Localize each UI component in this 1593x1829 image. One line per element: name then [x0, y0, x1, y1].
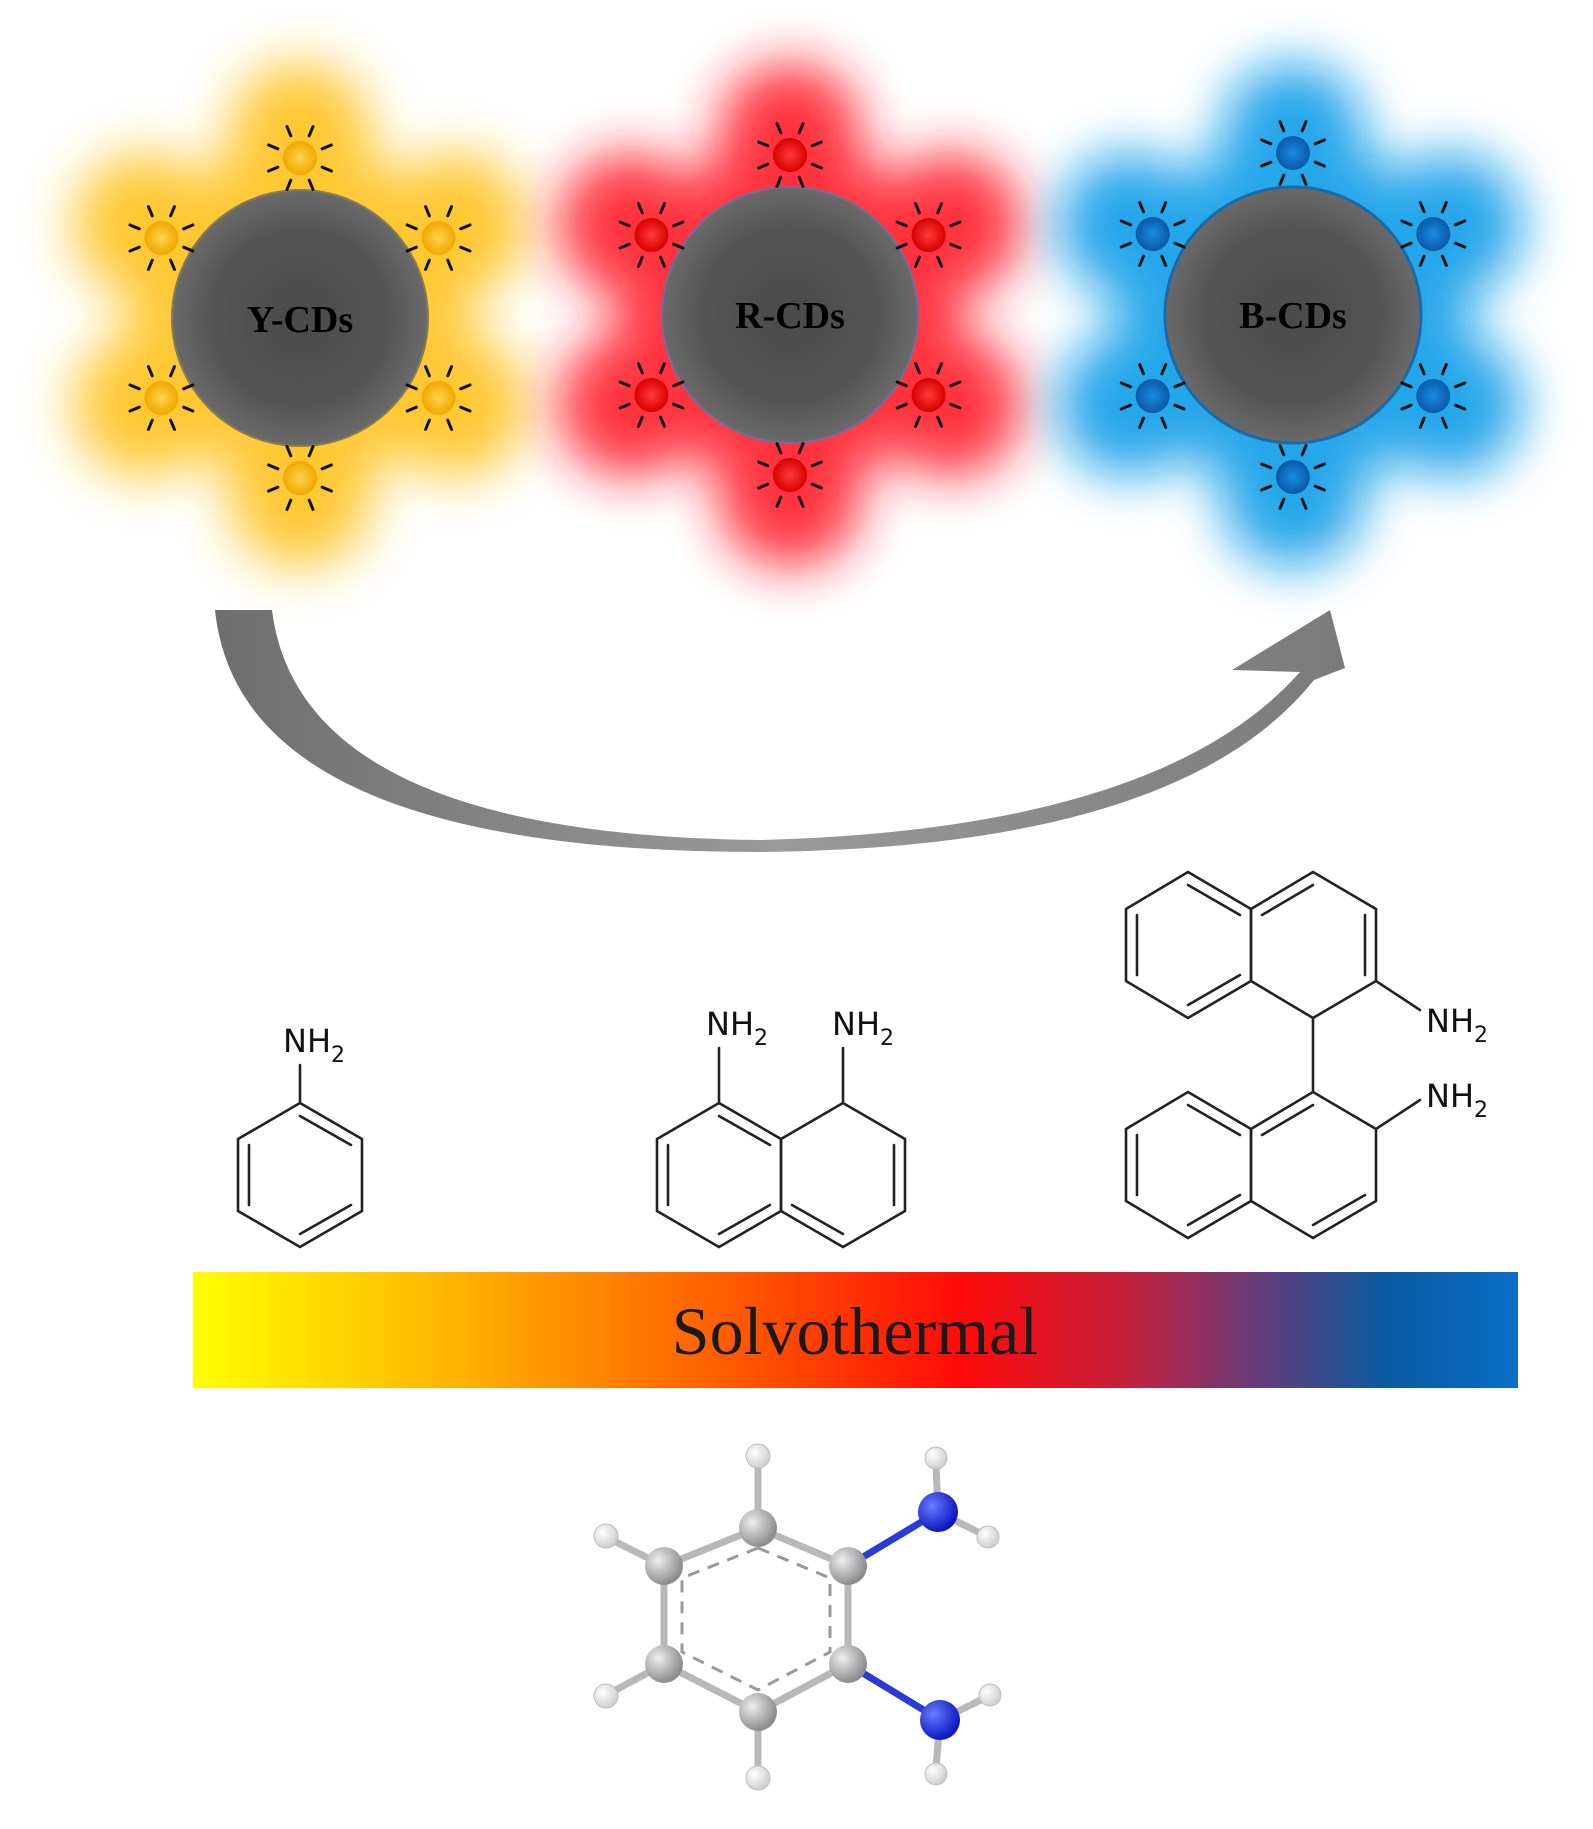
- emitter-sun-icon: [267, 125, 333, 191]
- binaphthyl-upper-amine-label: NH2: [1426, 1002, 1488, 1048]
- emitter-sun-icon: [1400, 201, 1467, 267]
- r-cds-label: R-CDs: [735, 295, 845, 337]
- r-cds-emitters: [618, 122, 962, 508]
- diamine-left-amine-label: NH2: [706, 1005, 768, 1051]
- emitter-sun-icon: [128, 365, 195, 431]
- diamine-right-amine-label: NH2: [832, 1005, 894, 1051]
- emitter-sun-icon: [618, 202, 685, 268]
- b-cds-core: [1163, 185, 1423, 445]
- phenylenediamine-ball-stick-model: [593, 1443, 1002, 1791]
- emitter-sun-icon: [267, 445, 333, 511]
- y-cds-label: Y-CDs: [247, 299, 353, 341]
- solvothermal-gradient-bar: [193, 1272, 1518, 1388]
- curved-arrow-icon: [215, 610, 1345, 852]
- diaminonaphthalene-structure: NH2 NH2: [655, 1005, 907, 1249]
- model-nitrogen-atoms: [918, 1492, 960, 1740]
- binaphthyl-lower-amine-label: NH2: [1426, 1077, 1488, 1123]
- emitter-sun-icon: [405, 365, 472, 431]
- emitter-sun-icon: [618, 362, 685, 428]
- model-hydrogen-atoms: [593, 1443, 1002, 1791]
- emitter-sun-icon: [128, 205, 195, 271]
- r-cds-dot: R-CDs: [558, 63, 1022, 567]
- b-cds-emitters: [1119, 120, 1467, 510]
- model-aromatic-ring-dashes: [680, 1546, 832, 1692]
- b-cds-label: B-CDs: [1239, 295, 1347, 337]
- y-cds-dot: Y-CDs: [73, 63, 527, 567]
- emitter-sun-icon: [757, 122, 823, 188]
- aniline-structure: NH2: [236, 1022, 364, 1249]
- solvothermal-label: Solvothermal: [672, 1293, 1038, 1369]
- model-carbon-atoms: [645, 1509, 867, 1731]
- emitter-sun-icon: [757, 442, 823, 508]
- emitter-sun-icon: [1119, 363, 1186, 429]
- emitter-sun-icon: [1260, 120, 1326, 186]
- emitter-sun-icon: [405, 205, 472, 271]
- y-cds-core: [171, 189, 429, 447]
- b-cds-dot: B-CDs: [1058, 63, 1522, 567]
- emitter-sun-icon: [895, 362, 962, 428]
- r-cds-core: [661, 186, 919, 444]
- binaphthyldiamine-structure: NH2 NH2: [1124, 870, 1488, 1240]
- emitter-sun-icon: [1260, 444, 1326, 510]
- model-nn-bonds: [844, 1508, 944, 1724]
- y-cds-emitters: [128, 125, 472, 511]
- emitter-sun-icon: [895, 202, 962, 268]
- aniline-amine-label: NH2: [283, 1022, 345, 1068]
- emitter-sun-icon: [1400, 363, 1467, 429]
- emitter-sun-icon: [1119, 201, 1186, 267]
